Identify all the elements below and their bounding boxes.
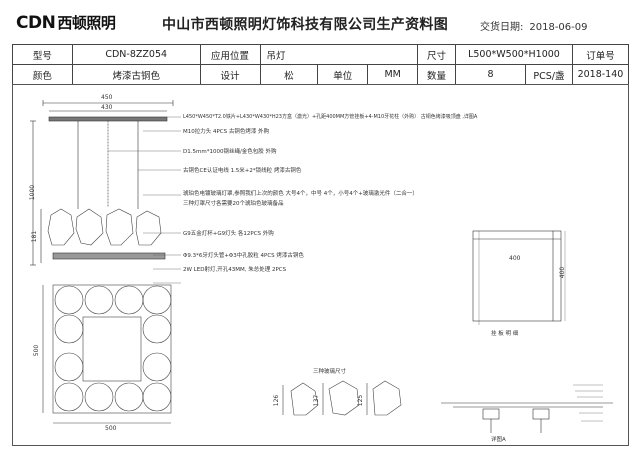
note-5: 琥珀色电镀玻璃灯罩,参照我们上次的颜色 大号4个，中号 4个，小号4个+玻璃激光… [183,191,418,197]
leader-lines [108,116,181,284]
order-label: 订单号 [571,44,630,65]
spec-row-1: 型号 CDN-8ZZ054 应用位置 吊灯 尺寸 L500*W500*H1000… [12,44,630,65]
note-7: G9五金灯杯+G9灯头 各12PCS 外购 [183,231,274,237]
note-6: 三种灯罩尺寸各需要20个琥珀色玻璃备品 [183,201,284,207]
glass-caption: 三种玻璃尺寸 [313,369,347,375]
note-9: 2W LED射灯,开孔43MM, 朱总处理 2PCS [183,267,287,273]
dim-top-width-2: 430 [101,104,113,111]
date-label: 交货日期: [480,22,524,33]
dim-plate-width: 400 [509,255,521,262]
model-label: 型号 [12,44,73,65]
dim-glass-c: 125 [357,394,365,407]
unit-value: MM [367,64,419,85]
plate-view [472,230,566,325]
position-value: 吊灯 [259,44,419,65]
drawing-svg [30,100,613,433]
size-label: 尺寸 [417,44,457,65]
dim-height-lamp: 181 [31,230,39,243]
note-2: M10拉力头 4PCS 古铜色烤漆 外购 [183,129,270,135]
document-title: 中山市西顿照明灯饰科技有限公司生产资料图 [162,17,448,33]
order-value: 2018-140 [571,64,630,85]
dim-plan-height: 500 [33,344,41,357]
size-value: L500*W500*H1000 [455,44,573,65]
dim-plate-height: 400 [559,266,567,279]
dim-plan-width: 500 [105,425,117,432]
note-8: Φ9.3*6牙灯头管+Φ3中孔胶粒 4PCS 烤漆古铜色 [183,253,304,259]
qty-label: 数量 [417,64,457,85]
logo-latin: CDN [16,13,56,33]
elevation-view [30,100,181,284]
note-1: L450*W450*T2.0铁片+L430*W430*H23方盒（激光）+孔距4… [183,114,478,120]
technical-drawing: 450 430 1000 181 500 500 400 400 126 137… [12,84,629,446]
spec-row-2: 颜色 烤漆古铜色 设计 松 单位 MM 数量 8 PCS/盏 2018-140 [12,64,630,85]
color-value: 烤漆古铜色 [71,64,201,85]
logo-chinese: 西顿照明 [57,14,116,32]
dim-height-total: 1000 [29,184,37,201]
dim-glass-b: 137 [313,394,321,407]
detail-caption: 详图A [491,437,506,443]
model-value: CDN-8ZZ054 [71,44,201,65]
plate-caption: 挂 板 明 细 [491,331,519,337]
glass-sizes [282,380,402,416]
qty-value: 8 [455,64,526,85]
per-unit-label: PCS/盏 [524,64,573,85]
detail-a [441,384,613,433]
plan-shades [54,285,172,412]
dim-top-width-1: 450 [101,94,113,101]
dim-glass-a: 126 [273,394,281,407]
plan-view [42,284,172,424]
note-3: D1.5mm*1000钢丝绳/金色包胶 外购 [183,149,277,155]
delivery-date: 交货日期: 2018-06-09 [480,18,594,33]
design-value: 松 [259,64,319,85]
glass-shade-row [47,208,162,246]
design-label: 设计 [199,64,261,85]
spec-table: 型号 CDN-8ZZ054 应用位置 吊灯 尺寸 L500*W500*H1000… [12,44,630,85]
note-4: 古铜色CE认证电线 1.5米+2*锁线粒 烤漆古铜色 [183,168,302,174]
position-label: 应用位置 [199,44,261,65]
date-value: 2018-06-09 [529,22,588,33]
color-label: 颜色 [12,64,73,85]
unit-label: 单位 [317,64,369,85]
